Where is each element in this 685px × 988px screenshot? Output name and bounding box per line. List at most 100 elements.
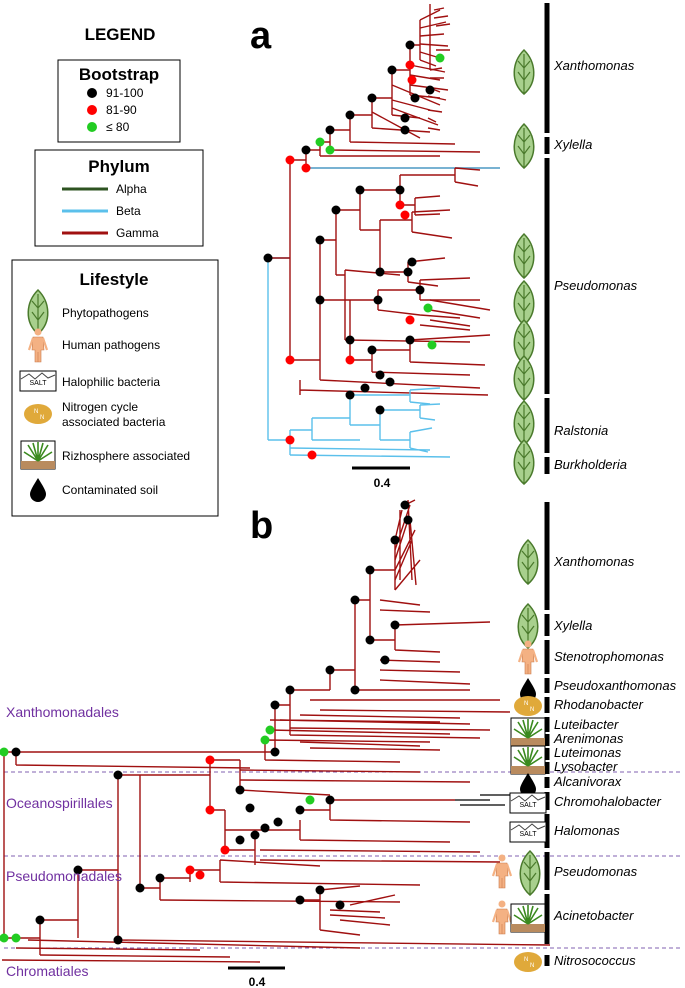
bootstrap-node (113, 770, 123, 780)
clade-b-pseudoxanthomonas: Pseudoxanthomonas (554, 678, 677, 693)
bootstrap-node (373, 295, 383, 305)
leaf-icon (513, 233, 535, 279)
bootstrap-node (273, 817, 283, 827)
bootstrap-node (345, 110, 355, 120)
bootstrap-node (285, 435, 295, 445)
clade-a-burkholderia: Burkholderia (554, 457, 627, 472)
lifestyle-label-nitro-2: associated bacteria (62, 415, 166, 429)
clade-b-luteibacter: Luteibacter (554, 717, 619, 732)
bootstrap-node (315, 235, 325, 245)
bootstrap-node (295, 805, 305, 815)
bootstrap-node (285, 355, 295, 365)
bootstrap-node (301, 145, 311, 155)
bootstrap-node (375, 267, 385, 277)
clade-b-stenotrophomonas: Stenotrophomonas (554, 649, 664, 664)
bootstrap-node (400, 210, 410, 220)
bootstrap-node (263, 253, 273, 263)
bootstrap-node (345, 355, 355, 365)
legend: LEGEND Bootstrap 91-100 81-90 ≤ 80 Phylu… (11, 25, 219, 517)
bootstrap-node (335, 900, 345, 910)
bootstrap-node (375, 405, 385, 415)
order-xanthomonadales: Xanthomonadales (6, 704, 119, 720)
clade-a-xanthomonas: Xanthomonas (553, 58, 635, 73)
human-icon (491, 899, 513, 936)
nitrogen-icon-n2: N (530, 963, 534, 969)
bootstrap-node (235, 835, 245, 845)
bootstrap-node (365, 565, 375, 575)
lifestyle-label-phyto: Phytopathogens (62, 306, 149, 320)
bootstrap-node (325, 665, 335, 675)
human-icon (517, 639, 539, 676)
bootstrap-node (350, 595, 360, 605)
bootstrap-node (195, 870, 205, 880)
bootstrap-node (350, 685, 360, 695)
bootstrap-node (185, 865, 195, 875)
bootstrap-node (405, 40, 415, 50)
nitrogen-icon-n1: N (524, 701, 528, 707)
bootstrap-le80-dot (87, 122, 97, 132)
clade-b-lysobacter: Lysobacter (554, 759, 618, 774)
bootstrap-91-100-dot (87, 88, 97, 98)
bootstrap-node (405, 315, 415, 325)
bootstrap-node (400, 125, 410, 135)
bootstrap-node (367, 345, 377, 355)
bootstrap-node (0, 933, 9, 943)
leaf-icon (513, 123, 535, 169)
lifestyle-label-halo: Halophilic bacteria (62, 375, 160, 389)
bootstrap-node (360, 383, 370, 393)
clade-a-xylella: Xylella (553, 137, 592, 152)
clade-b-xylella: Xylella (553, 618, 592, 633)
bootstrap-node (387, 65, 397, 75)
lifestyle-label-rhizo: Rizhosphere associated (62, 449, 190, 463)
bootstrap-node (410, 93, 420, 103)
leaf-icon (517, 539, 539, 585)
bootstrap-node (390, 535, 400, 545)
clade-b-halomonas: Halomonas (554, 823, 620, 838)
clade-b-nitrosococcus: Nitrosococcus (554, 953, 636, 968)
bootstrap-node (395, 200, 405, 210)
clade-b-chromohalobacter: Chromohalobacter (554, 794, 662, 809)
bootstrap-node (415, 285, 425, 295)
leaf-icon (513, 439, 535, 485)
leaf-icon (513, 355, 535, 401)
lifestyle-label-nitro-1: Nitrogen cycle (62, 400, 138, 414)
bootstrap-node (427, 340, 437, 350)
panel-b: b (0, 499, 680, 988)
order-pseudomonadales: Pseudomonadales (6, 868, 122, 884)
bootstrap-node (285, 685, 295, 695)
leaf-icon (513, 400, 535, 446)
bootstrap-node (73, 865, 83, 875)
order-chromatiales: Chromatiales (6, 963, 88, 979)
rhizosphere-icon (510, 745, 546, 775)
clade-b-arenimonas: Arenimonas (553, 731, 624, 746)
bootstrap-node (423, 303, 433, 313)
bootstrap-node (260, 735, 270, 745)
leaf-icon (513, 49, 535, 95)
bootstrap-label-2: 81-90 (106, 103, 137, 117)
clade-a-ralstonia: Ralstonia (554, 423, 608, 438)
salt-icon-label: SALT (30, 380, 48, 387)
rhizosphere-icon (20, 440, 56, 470)
rhizosphere-icon (510, 717, 546, 747)
lifestyle-label-soil: Contaminated soil (62, 483, 158, 497)
bootstrap-node (260, 823, 270, 833)
bootstrap-label-1: 91-100 (106, 86, 144, 100)
clade-b-luteimonas: Luteimonas (554, 745, 622, 760)
clade-a-pseudomonas: Pseudomonas (554, 278, 638, 293)
bootstrap-node (250, 830, 260, 840)
bootstrap-node (155, 873, 165, 883)
panel-b-scale-label: 0.4 (249, 975, 266, 988)
rhizosphere-icon (510, 903, 546, 933)
bootstrap-node (425, 85, 435, 95)
phylum-label-gamma: Gamma (116, 226, 159, 240)
bootstrap-node (270, 700, 280, 710)
clade-b-rhodanobacter: Rhodanobacter (554, 697, 644, 712)
clade-b-alcanivorax: Alcanivorax (553, 774, 622, 789)
nitrogen-icon-n1: N (34, 409, 38, 415)
bootstrap-node (400, 113, 410, 123)
bootstrap-node (301, 163, 311, 173)
bootstrap-node (355, 185, 365, 195)
bootstrap-node (400, 500, 410, 510)
human-icon (491, 853, 513, 890)
clade-b-xanthomonas: Xanthomonas (553, 554, 635, 569)
